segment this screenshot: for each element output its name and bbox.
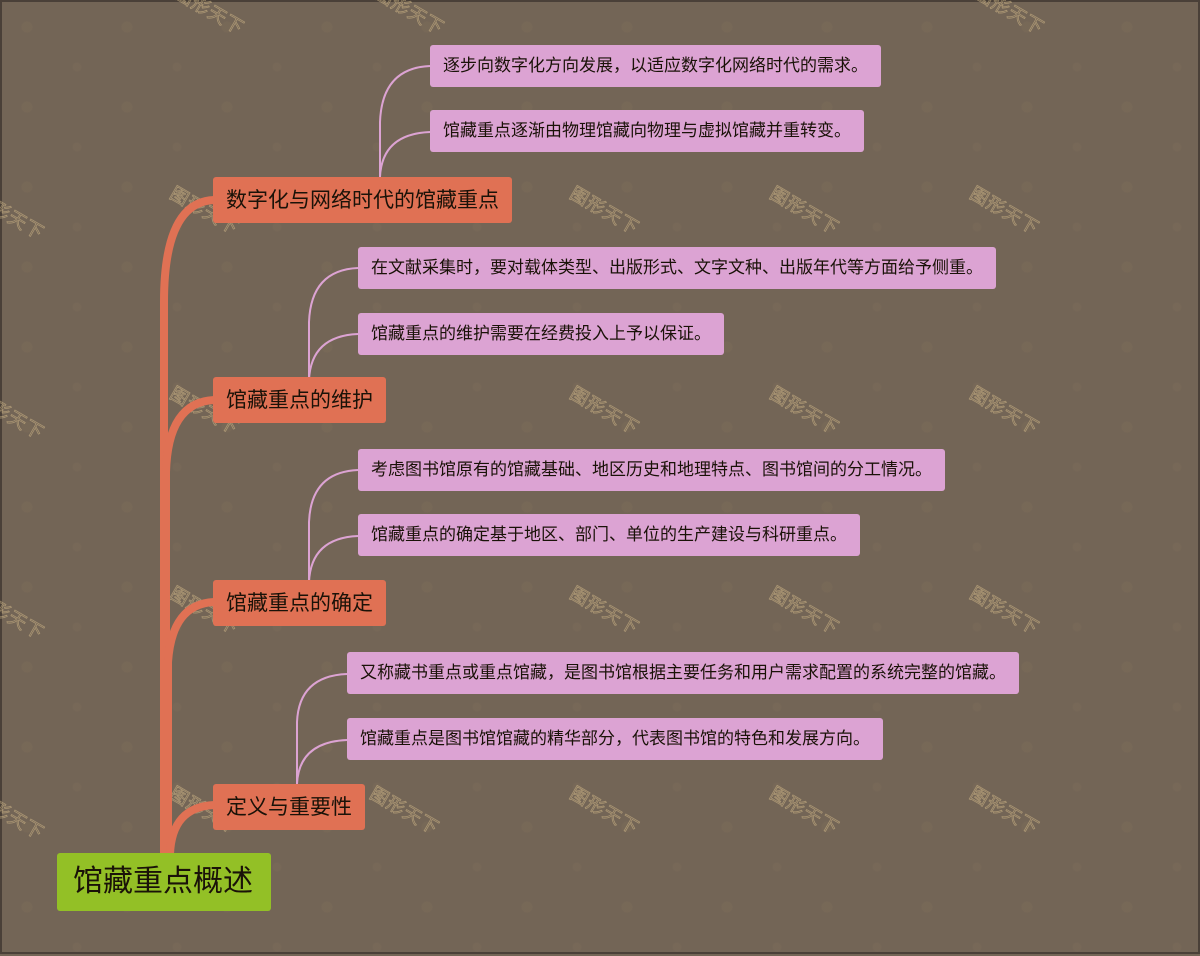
branch-node-definition[interactable]: 定义与重要性 [213,784,365,830]
leaf-node[interactable]: 馆藏重点的确定基于地区、部门、单位的生产建设与科研重点。 [358,514,860,556]
leaf-node[interactable]: 逐步向数字化方向发展，以适应数字化网络时代的需求。 [430,45,881,87]
leaf-node[interactable]: 馆藏重点是图书馆馆藏的精华部分，代表图书馆的特色和发展方向。 [347,718,883,760]
leaf-node[interactable]: 馆藏重点的维护需要在经费投入上予以保证。 [358,313,724,355]
branch-node-determination[interactable]: 馆藏重点的确定 [213,580,386,626]
leaf-node[interactable]: 在文献采集时，要对载体类型、出版形式、文字文种、出版年代等方面给予侧重。 [358,247,996,289]
leaf-node[interactable]: 考虑图书馆原有的馆藏基础、地区历史和地理特点、图书馆间的分工情况。 [358,449,945,491]
leaf-node[interactable]: 又称藏书重点或重点馆藏，是图书馆根据主要任务和用户需求配置的系统完整的馆藏。 [347,652,1019,694]
leaf-node[interactable]: 馆藏重点逐渐由物理馆藏向物理与虚拟馆藏并重转变。 [430,110,864,152]
branch-node-digital-era[interactable]: 数字化与网络时代的馆藏重点 [213,177,512,223]
branch-node-maintenance[interactable]: 馆藏重点的维护 [213,377,386,423]
root-node[interactable]: 馆藏重点概述 [57,853,271,911]
